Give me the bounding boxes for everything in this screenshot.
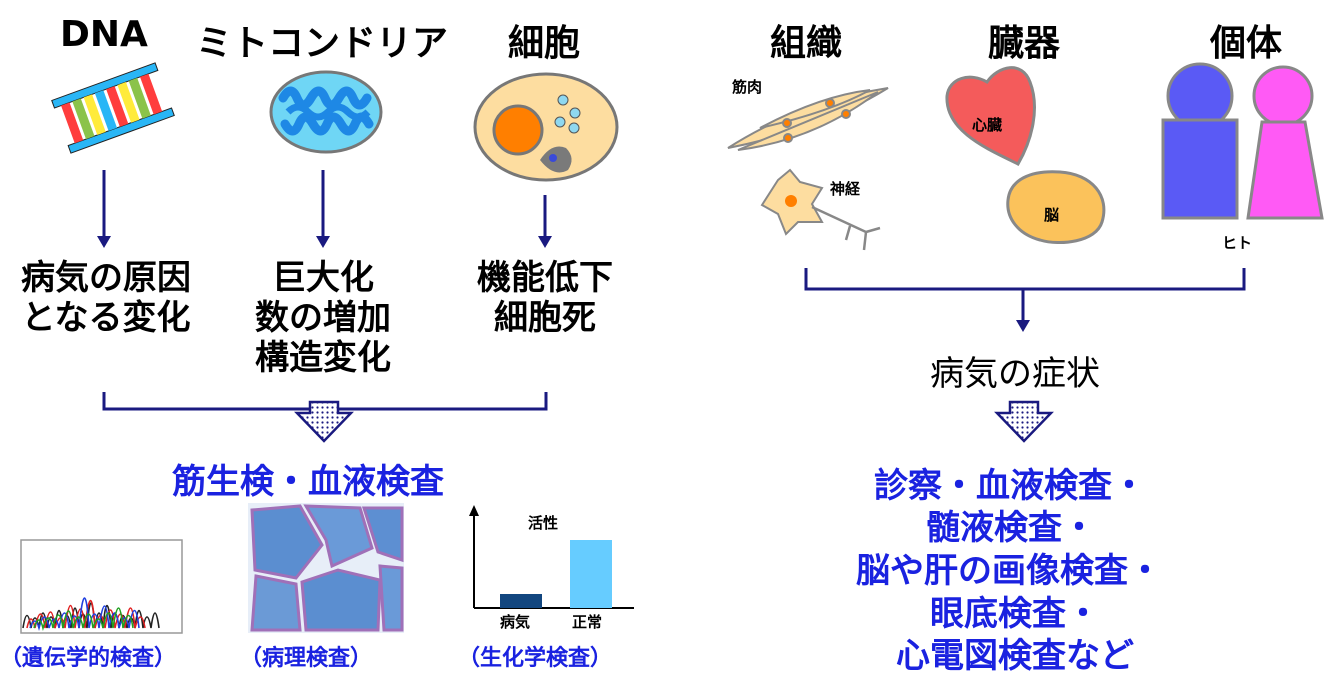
- label-muscle: 筋肉: [732, 78, 763, 96]
- histology-image: [248, 503, 404, 633]
- level-dna: DNA: [60, 14, 148, 55]
- level-mitochondria: ミトコンドリア: [196, 23, 449, 64]
- tests-heading: 筋生検・血液検査: [172, 462, 444, 502]
- cell-icon: [473, 72, 619, 182]
- bracket-right: [804, 268, 1246, 291]
- block-arrow-right: [994, 400, 1054, 443]
- bar-disease: [500, 594, 542, 608]
- person-pink-icon: [1246, 65, 1324, 220]
- bar-normal: [570, 540, 612, 608]
- symptom-text: 病気の症状: [930, 354, 1100, 394]
- exam-line-3: 脳や肝の画像検査・: [856, 551, 1162, 591]
- change-cell: 機能低下 細胞死: [477, 258, 613, 338]
- chart-title: 活性: [528, 514, 559, 532]
- bar-label-disease: 病気: [500, 613, 531, 631]
- brain-icon: [1006, 170, 1106, 244]
- block-arrow-left: [294, 400, 354, 443]
- level-tissue: 組織: [770, 23, 843, 64]
- level-organ: 臓器: [988, 23, 1061, 64]
- label-pathology-test: （病理検査）: [240, 646, 373, 671]
- chromatogram-image: [20, 539, 183, 634]
- exam-line-1: 診察・血液検査・: [874, 466, 1146, 506]
- muscle-icon: [727, 87, 889, 151]
- dna-icon: [51, 62, 175, 154]
- label-heart: 心臓: [972, 116, 1003, 134]
- activity-chart: [469, 505, 634, 609]
- label-human: ヒト: [1222, 234, 1253, 252]
- mitochondria-icon: [269, 70, 383, 154]
- arrows-left: [97, 170, 552, 248]
- change-mitochondria: 巨大化 数の増加 構造変化: [255, 258, 391, 378]
- arrow-right: [1016, 289, 1030, 332]
- bar-label-normal: 正常: [572, 613, 603, 631]
- label-biochem-test: （生化学検査）: [458, 646, 613, 671]
- exam-line-4: 眼底検査・: [930, 594, 1100, 634]
- level-individual: 個体: [1210, 23, 1283, 64]
- person-blue-icon: [1161, 62, 1239, 220]
- change-dna: 病気の原因 となる変化: [21, 258, 191, 338]
- level-cell: 細胞: [508, 23, 581, 64]
- label-nerve: 神経: [830, 180, 861, 198]
- exam-line-2: 髄液検査・: [926, 508, 1096, 548]
- nerve-icon: [760, 168, 881, 251]
- label-genetic-test: （遺伝学的検査）: [0, 646, 177, 671]
- exam-line-5: 心電図検査など: [896, 636, 1134, 676]
- label-brain: 脳: [1044, 206, 1060, 224]
- heart-icon: [945, 66, 1036, 166]
